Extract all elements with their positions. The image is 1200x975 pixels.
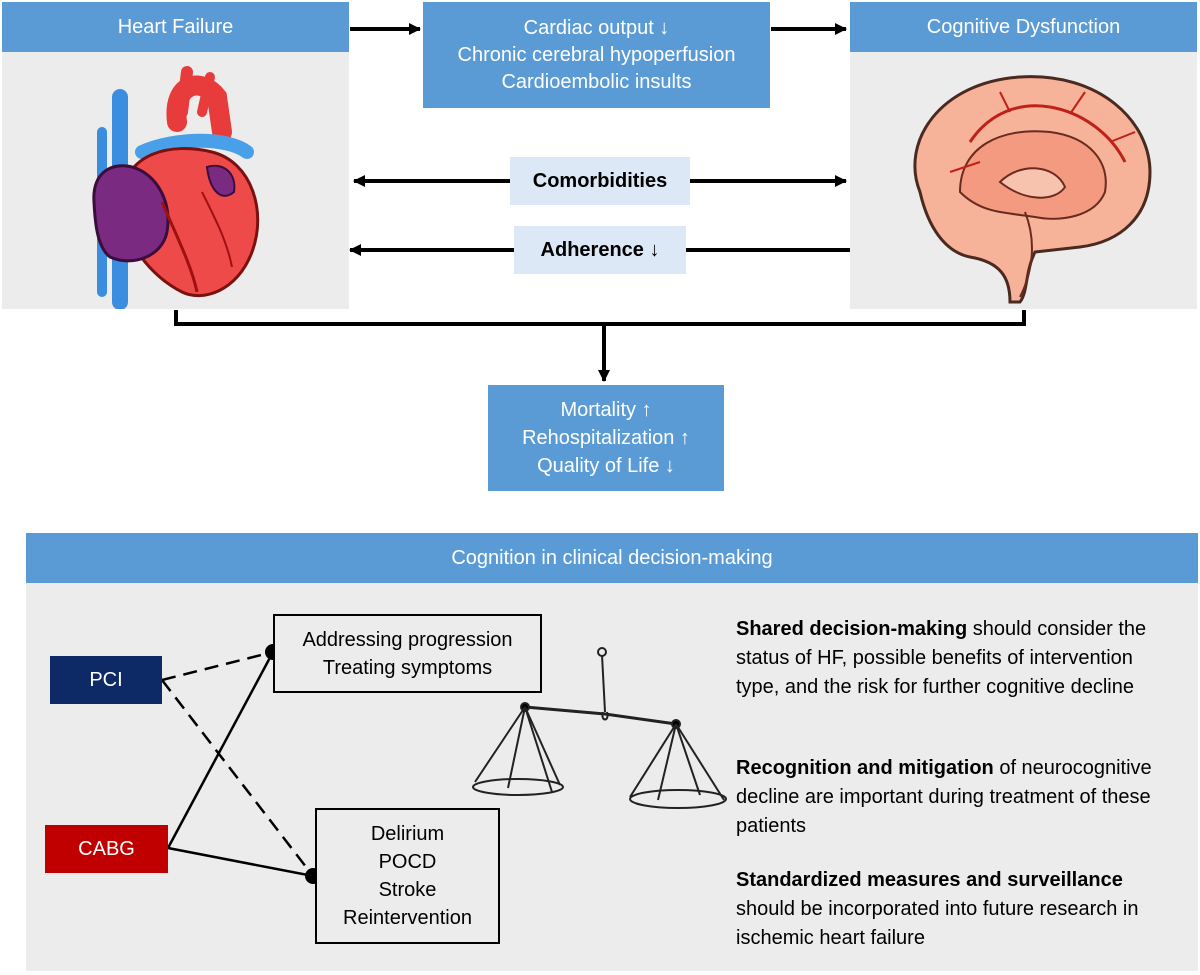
heart-panel <box>2 52 349 309</box>
benefit-treating-symptoms: Treating symptoms <box>322 656 493 679</box>
comorbidities-label: Comorbidities <box>510 157 690 205</box>
note-recognition: Recognition and mitigation of neurocogni… <box>736 754 1176 841</box>
mechanisms-box: Cardiac output ↓ Chronic cerebral hypope… <box>423 2 770 108</box>
risks-box: Delirium POCD Stroke Reintervention <box>315 808 500 944</box>
risk-pocd: POCD <box>378 851 437 873</box>
cabg-to-benefits <box>166 651 275 849</box>
outcomes-box: Mortality ↑ Rehospitalization ↑ Quality … <box>488 385 724 491</box>
outcome-rehospitalization: Rehospitalization ↑ <box>522 427 690 449</box>
mechanism-cardioembolic: Cardioembolic insults <box>501 70 692 93</box>
heart-failure-header: Heart Failure <box>2 2 349 52</box>
benefits-box: Addressing progression Treating symptoms <box>273 614 542 693</box>
adherence-label: Adherence ↓ <box>514 226 686 274</box>
pci-box: PCI <box>50 656 162 704</box>
risk-stroke: Stroke <box>378 879 437 901</box>
note-shared-decision-text: should consider the status of HF, possib… <box>736 618 1147 698</box>
mechanism-hypoperfusion: Chronic cerebral hypoperfusion <box>457 43 736 66</box>
cabg-box: CABG <box>45 825 168 873</box>
decision-making-panel <box>26 583 1198 971</box>
decision-making-banner: Cognition in clinical decision-making <box>26 533 1198 583</box>
note-shared-decision-bold: Shared decision-making <box>736 618 968 640</box>
risk-reintervention: Reintervention <box>343 907 472 929</box>
cabg-to-risks <box>167 846 314 878</box>
brain-panel <box>850 52 1197 309</box>
pci-to-benefits-dashed <box>161 650 274 682</box>
note-standardized-text: should be incorporated into future resea… <box>736 898 1139 949</box>
cognitive-dysfunction-header: Cognitive Dysfunction <box>850 2 1197 52</box>
benefit-addressing-progression: Addressing progression <box>302 628 513 651</box>
outcome-quality-of-life: Quality of Life ↓ <box>537 455 675 477</box>
balance-scale-icon <box>472 647 727 809</box>
note-shared-decision: Shared decision-making should consider t… <box>736 615 1176 702</box>
note-recognition-text: of neurocognitive decline are important … <box>736 757 1152 837</box>
note-standardized: Standardized measures and surveillance s… <box>736 866 1176 953</box>
risk-delirium: Delirium <box>370 823 445 845</box>
note-recognition-bold: Recognition and mitigation <box>736 757 994 779</box>
pci-to-risks-dashed <box>161 679 314 877</box>
brain-illustration <box>913 75 1152 304</box>
mechanism-cardiac-output: Cardiac output ↓ <box>523 16 670 39</box>
heart-illustration <box>92 66 260 309</box>
outcome-mortality: Mortality ↑ <box>560 399 652 421</box>
note-standardized-bold: Standardized measures and surveillance <box>736 869 1123 891</box>
